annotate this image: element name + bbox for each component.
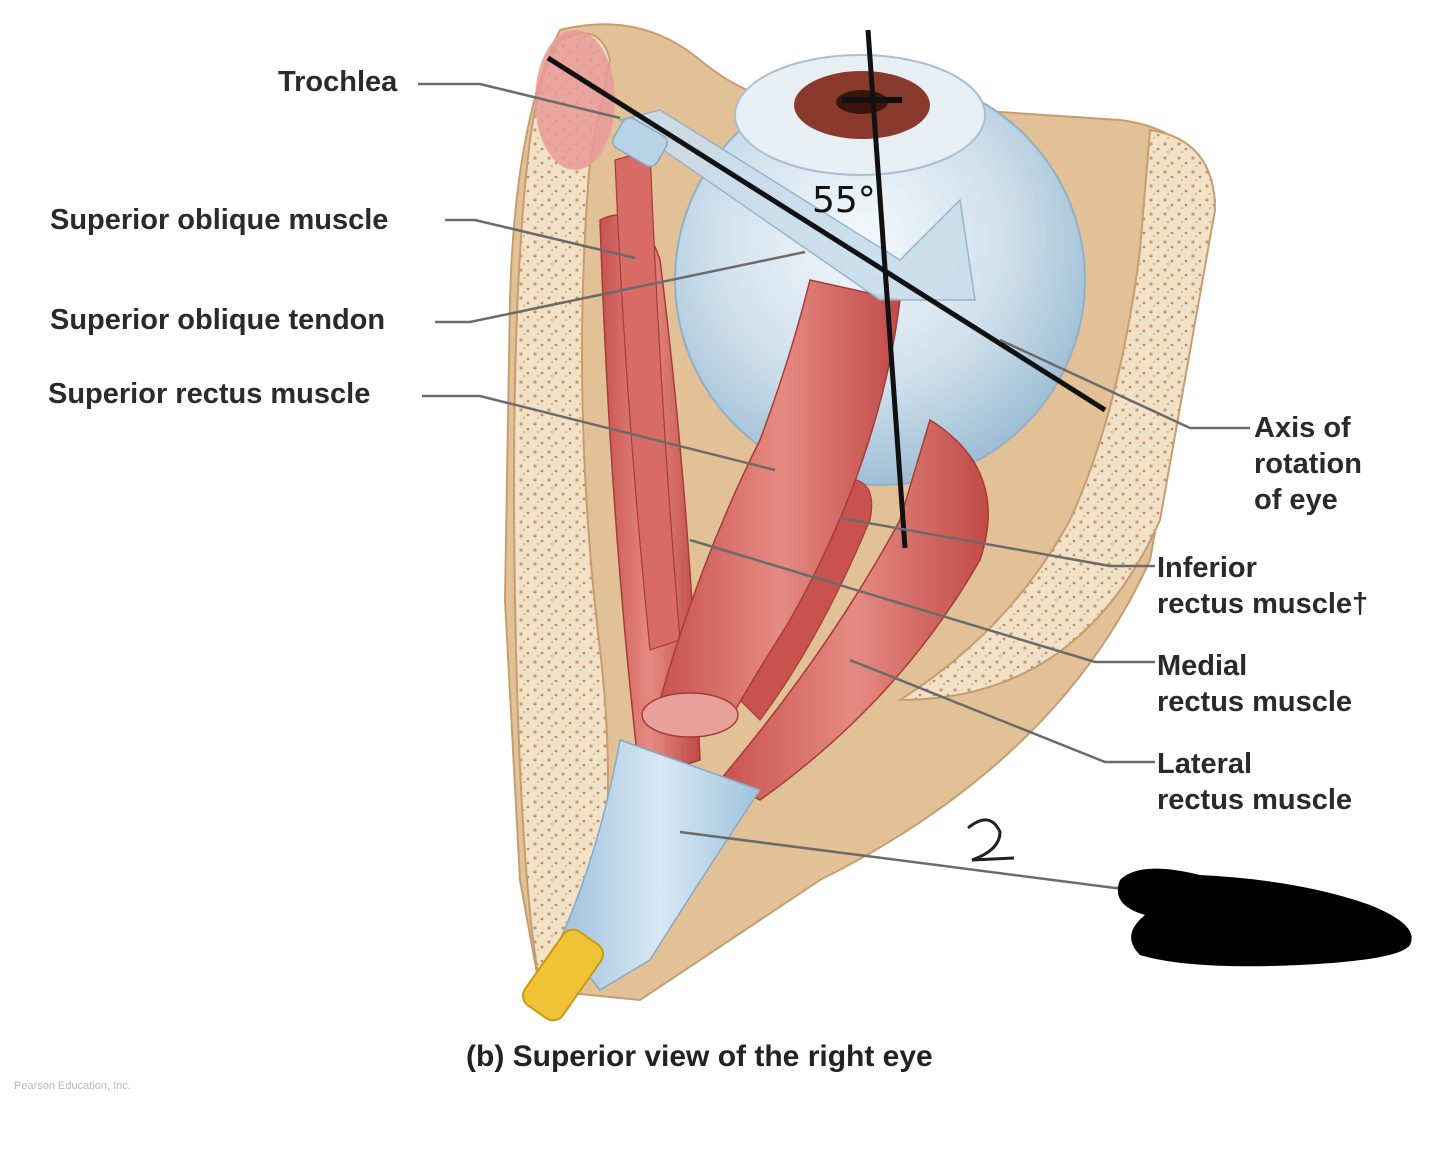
- label-axis-line3: of eye: [1254, 484, 1338, 516]
- label-superior-oblique-muscle: Superior oblique muscle: [50, 204, 389, 236]
- leader-lines: [418, 82, 1250, 890]
- label-trochlea: Trochlea: [278, 66, 398, 98]
- label-inferior-line1: Inferior: [1157, 552, 1257, 584]
- label-inferior-line2: rectus muscle†: [1157, 588, 1369, 620]
- optic-nerve: [522, 928, 604, 1022]
- label-axis-line1: Axis of: [1254, 412, 1351, 444]
- handwritten-mark: [967, 818, 1015, 862]
- label-medial-line1: Medial: [1157, 650, 1248, 682]
- label-lateral-line1: Lateral: [1157, 748, 1253, 780]
- label-lateral-line2: rectus muscle: [1157, 784, 1353, 816]
- angle-annotation: 55°: [812, 180, 876, 221]
- visual-axis-line: [865, 29, 908, 549]
- label-superior-oblique-tendon: Superior oblique tendon: [50, 304, 386, 336]
- label-superior-rectus-muscle: Superior rectus muscle: [48, 378, 371, 410]
- label-medial-line2: rectus muscle: [1157, 686, 1353, 718]
- credit-line: Pearson Education, Inc.: [14, 1080, 131, 1092]
- label-axis-line2: rotation: [1254, 448, 1362, 480]
- muscle-cut-end: [641, 692, 739, 738]
- trochlea: [612, 116, 668, 168]
- figure-caption: (b) Superior view of the right eye: [466, 1040, 933, 1073]
- axis-of-rotation-line: [546, 55, 1107, 413]
- lateral-orbital-wall: [896, 128, 1217, 702]
- lateral-rectus-muscle: [718, 418, 989, 801]
- redaction-mark: [1117, 868, 1412, 967]
